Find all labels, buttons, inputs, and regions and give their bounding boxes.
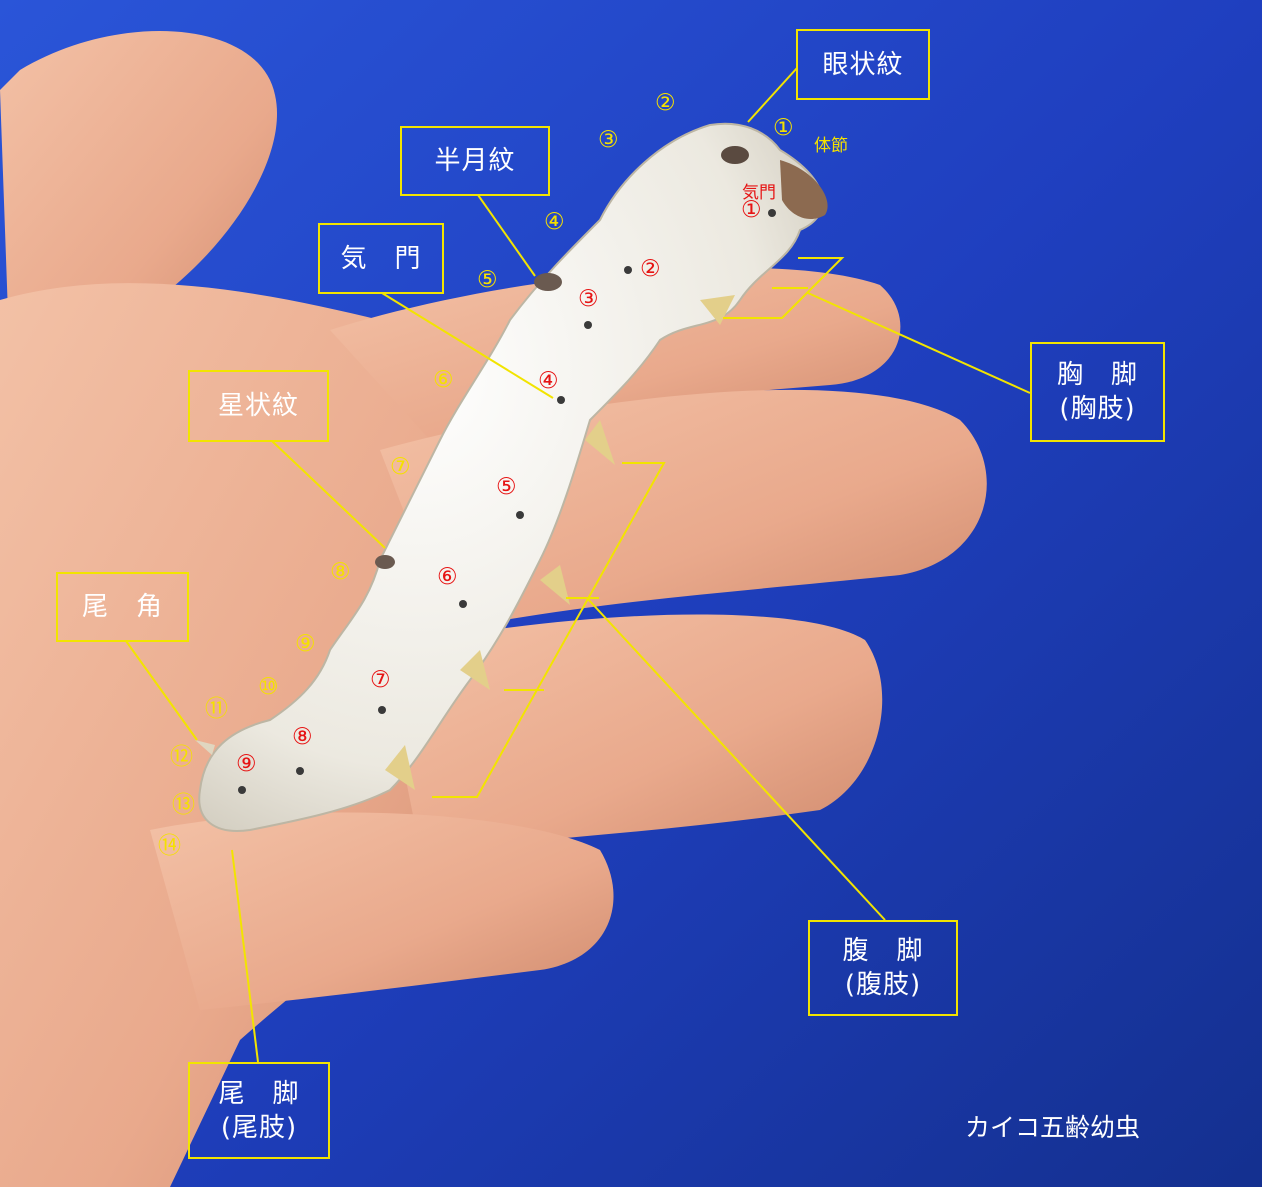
abdominal-leg-bracket (432, 462, 666, 798)
spiracle-dot (459, 600, 467, 608)
caudal-leg-text: 尾 脚 (218, 1078, 300, 1109)
eye-spot-mark (721, 146, 749, 164)
thoracic-leg-leader (807, 292, 1031, 394)
crescent-text: 半月紋 (434, 146, 516, 176)
abdominal-leg-mark (460, 650, 490, 690)
caudal-leg-label: 尾 脚 (尾肢) (188, 1062, 330, 1159)
head (780, 160, 828, 220)
eye-spot-text: 眼状紋 (822, 49, 904, 80)
segment-number: ⑦ (390, 454, 411, 480)
abdominal-leg-mark (385, 745, 415, 790)
spiracle-text: 気 門 (340, 243, 422, 274)
thoracic-leg-bracket (723, 257, 845, 319)
spiracle-number: ④ (538, 368, 559, 394)
silkworm (195, 122, 828, 832)
segment-number: ① (773, 115, 794, 141)
thoracic-leg-text: 胸 脚 (1056, 360, 1138, 390)
abdominal-leg-leader (586, 597, 886, 921)
segment-number: ⑪ (205, 696, 228, 722)
spiracle-number: ① (741, 197, 762, 223)
eye-spot-label: 眼状紋 (796, 29, 930, 100)
spiracle-dot (238, 786, 246, 794)
spiracle-dot (624, 266, 632, 274)
spiracle-dot (557, 396, 565, 404)
caudal-leg-subtext: (尾肢) (220, 1112, 298, 1143)
caudal-leg-leader (231, 849, 259, 1063)
finger-little (150, 812, 614, 1010)
spiracle-dots (238, 209, 776, 794)
leader-lines (125, 67, 1031, 1063)
star-spot-label: 星状紋 (188, 370, 329, 442)
star-mark (375, 555, 395, 569)
spiracle-dot (584, 321, 592, 329)
spiracle-number: ⑥ (437, 564, 458, 590)
abdominal-leg-subtext: (腹肢) (844, 970, 922, 1000)
abdominal-leg-mark (585, 420, 615, 465)
spiracle-dot (378, 706, 386, 714)
segment-number: ⑩ (258, 674, 279, 700)
caption: カイコ五齢幼虫 (965, 1113, 1141, 1142)
crescent-label: 半月紋 (400, 126, 550, 196)
spiracle-number: ⑨ (236, 751, 257, 777)
spiracle-number: ③ (578, 286, 599, 312)
segment-number: ⑥ (433, 367, 454, 393)
spiracle-note: 気門 (742, 183, 776, 203)
segment-number: ③ (598, 127, 619, 153)
segment-number: ⑭ (158, 833, 181, 859)
tail-horn-label: 尾 角 (56, 572, 189, 642)
segment-note: 体節 (814, 136, 848, 156)
tail-horn-text: 尾 角 (81, 592, 163, 622)
thoracic-leg-label: 胸 脚 (胸肢) (1030, 342, 1165, 442)
spiracle-number: ⑧ (292, 724, 313, 750)
spiracle-number: ⑤ (496, 474, 517, 500)
abdominal-leg-label: 腹 脚 (腹肢) (808, 920, 958, 1016)
crescent-leader (477, 194, 536, 277)
spiracle-dot (516, 511, 524, 519)
star-spot-text: 星状紋 (217, 391, 299, 421)
segment-number: ⑬ (172, 792, 195, 818)
segment-number: ⑨ (295, 631, 316, 657)
star-spot-leader (271, 440, 386, 549)
spiracle-label: 気 門 (318, 223, 444, 294)
finger-ring (380, 614, 883, 850)
thoracic-leg-subtext: (胸肢) (1059, 394, 1136, 424)
thumb (0, 31, 278, 370)
eye-spot-leader (747, 67, 798, 123)
silkworm-body (198, 122, 824, 832)
tail-horn-leader (125, 640, 198, 741)
spiracle-number: ② (640, 256, 661, 282)
thoracic-leg-mark (700, 295, 735, 325)
abdominal-leg-mark (540, 565, 570, 605)
segment-number: ④ (544, 209, 565, 235)
tail-horn-mark (195, 740, 215, 755)
segment-number: ⑤ (477, 267, 498, 293)
segment-number: ⑫ (170, 744, 193, 770)
segment-number: ⑧ (330, 559, 351, 585)
abdominal-leg-text: 腹 脚 (842, 936, 924, 966)
spiracle-leader (381, 292, 554, 399)
spiracle-dot (768, 209, 776, 217)
crescent-mark (534, 273, 562, 291)
spiracle-number: ⑦ (370, 667, 391, 693)
spiracle-dot (296, 767, 304, 775)
segment-number: ② (655, 90, 676, 116)
prolegs (385, 295, 735, 790)
